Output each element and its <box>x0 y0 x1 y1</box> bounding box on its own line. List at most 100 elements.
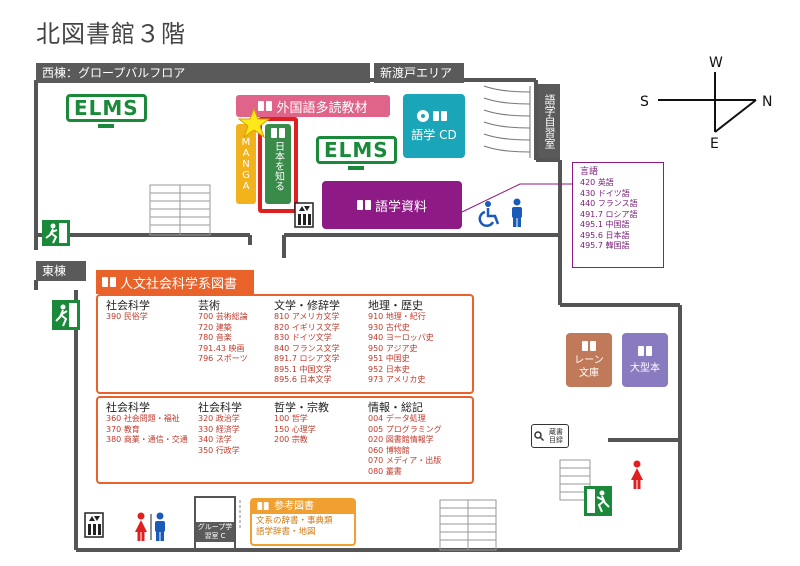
foreign-language-label: 外国語多読教材 <box>276 100 368 116</box>
compass-s: S <box>640 94 649 110</box>
mens-restroom-icon <box>512 198 522 227</box>
stairs-west <box>149 184 211 236</box>
west-wing-label: 西棟：グロープバルフロア <box>36 63 370 83</box>
elevator-icon <box>294 202 314 228</box>
stairs-right <box>559 459 591 501</box>
subject-item: 320 政治学 <box>198 414 240 423</box>
subject-item: 951 中国史 <box>368 354 410 363</box>
manga-label: MANGA <box>240 136 252 192</box>
reference-line: 文系の辞書・事典類 <box>256 516 333 526</box>
gogaku-shiryo-label: 語学資料 <box>374 199 427 215</box>
subject-item: 895.1 中国文学 <box>274 364 332 374</box>
language-item: 430 ドイツ語 <box>580 188 630 198</box>
subject-heading: 社会科学 <box>106 401 150 414</box>
book-icon <box>258 101 273 111</box>
book-icon <box>582 340 596 351</box>
subject-item: 340 法学 <box>198 435 232 444</box>
compass-e: E <box>710 136 719 152</box>
subject-item: 910 地理・紀行 <box>368 312 426 321</box>
subject-item: 080 叢書 <box>368 466 402 476</box>
subject-item: 350 行政学 <box>198 445 240 455</box>
shin-toko-label: 新渡戸エリア <box>374 63 464 83</box>
subject-item: 891.7 ロシア文学 <box>274 354 340 363</box>
subject-item: 070 メディア・出版 <box>368 456 442 465</box>
nihon-shelf[interactable]: 日本を知る <box>265 124 291 204</box>
gogaku-study-label: 語学自習室 <box>543 93 556 149</box>
reference-banner-label: 参考図書 <box>274 501 314 512</box>
gogaku-shiryo-shelf[interactable]: 語学資料 <box>322 181 462 229</box>
lane-storage-shelf[interactable]: レーン文庫 <box>566 333 612 387</box>
elevator-icon <box>84 512 104 538</box>
subject-item: 005 プログラミング <box>368 424 442 434</box>
subject-item: 330 経済学 <box>198 424 240 434</box>
elms-label: ELMS <box>316 136 397 164</box>
foreign-language-shelf[interactable]: 外国語多読教材 <box>236 95 390 117</box>
subject-heading: 文学・修辞学 <box>274 299 340 312</box>
stairs-bottom <box>439 499 497 551</box>
highlight-frame <box>258 117 298 213</box>
subject-heading: 哲学・宗教 <box>274 401 329 414</box>
reference-shelf[interactable]: 参考図書 文系の辞書・事典類 語学辞書・地図 <box>250 498 356 546</box>
catalog-terminal[interactable]: 蔵書目録 <box>531 424 569 448</box>
subject-item: 390 民俗学 <box>106 312 148 321</box>
page-title: 北図書館３階 <box>36 20 186 48</box>
cd-icon <box>417 109 451 122</box>
gogaku-cd-shelf[interactable]: 語学 CD <box>403 94 465 158</box>
subject-item: 700 芸術総論 <box>198 312 248 321</box>
book-icon <box>356 200 371 210</box>
current-location-star-icon <box>238 108 270 139</box>
nihon-label: 日本を知る <box>272 141 284 191</box>
language-item: 495.7 韓国語 <box>580 241 630 250</box>
reference-lines: 文系の辞書・事典類 語学辞書・地図 <box>252 514 354 540</box>
stairs-east-top <box>483 85 531 158</box>
large-books-label: 大型本 <box>630 363 660 374</box>
subject-heading: 社会科学 <box>198 401 242 414</box>
book-icon <box>257 502 269 510</box>
humanities-banner: 人文社会科学系図書 <box>96 270 254 294</box>
restroom-icon <box>135 512 165 541</box>
lane-storage-label: レーン文庫 <box>574 354 604 379</box>
subject-heading: 社会科学 <box>106 299 150 312</box>
subject-item: 720 建築 <box>198 322 232 332</box>
book-icon <box>271 128 285 138</box>
humanities-banner-label: 人文社会科学系図書 <box>120 276 238 292</box>
elms-terminal-center[interactable]: ELMS <box>316 136 397 170</box>
book-icon <box>433 110 447 121</box>
subject-item: 952 日本史 <box>368 364 410 374</box>
language-item: 440 フランス語 <box>580 199 638 208</box>
subject-heading: 情報・総記 <box>368 401 423 414</box>
gogaku-cd-label: 語学 CD <box>411 127 457 142</box>
subject-item: 810 アメリカ文学 <box>274 312 340 321</box>
group-study-room[interactable]: グループ学習室 C <box>196 522 234 542</box>
gogaku-study-room[interactable]: 語学自習室 <box>538 84 560 158</box>
compass-n: N <box>762 94 772 110</box>
large-books-shelf[interactable]: 大型本 <box>622 333 668 387</box>
catalog-label: 蔵書目録 <box>549 428 563 444</box>
manga-shelf[interactable]: MANGA <box>236 124 256 204</box>
reference-banner: 参考図書 <box>252 500 354 514</box>
compass-w: W <box>709 55 723 71</box>
womens-restroom-icon <box>631 460 643 489</box>
east-wing-label: 東棟 <box>36 261 86 281</box>
subject-heading: 地理・歴史 <box>368 299 423 312</box>
subject-item: 930 古代史 <box>368 322 410 332</box>
group-study-label: グループ学習室 C <box>197 523 233 540</box>
monitor-stand-icon <box>98 124 115 128</box>
subject-item: 360 社会問題・福祉 <box>106 414 180 423</box>
elms-label: ELMS <box>66 94 147 122</box>
subject-item: 150 心理学 <box>274 424 316 434</box>
subject-item: 830 ドイツ文学 <box>274 333 332 342</box>
search-icon <box>534 431 544 441</box>
elms-terminal-west[interactable]: ELMS <box>66 94 147 128</box>
language-item: 420 英語 <box>580 178 614 187</box>
language-item: 491.7 ロシア語 <box>580 209 638 219</box>
subject-item: 370 教育 <box>106 424 140 434</box>
